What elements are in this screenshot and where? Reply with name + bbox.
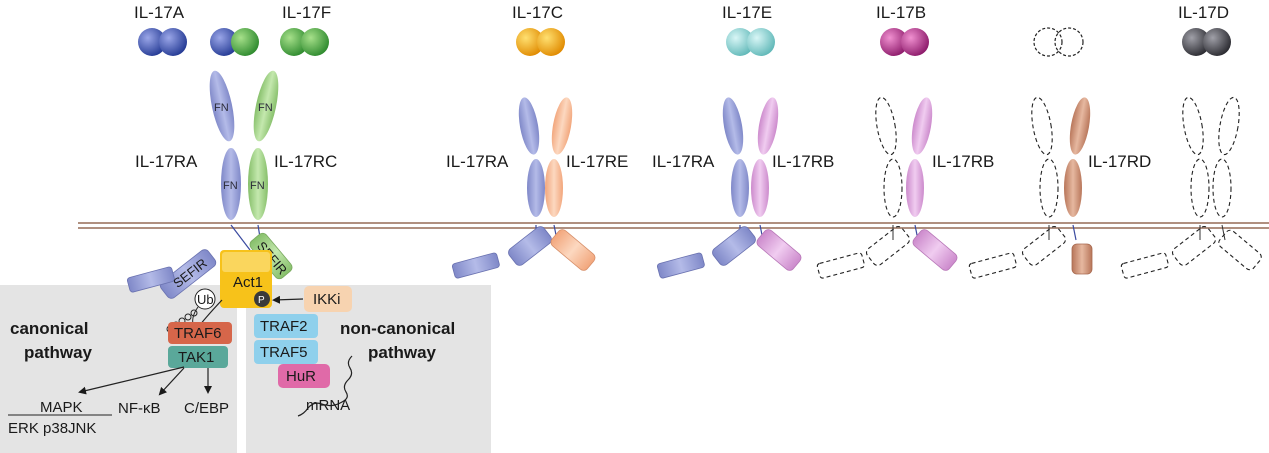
- mrna-strand: [297, 355, 353, 417]
- canonical-title-line2: pathway: [24, 343, 93, 362]
- ligand-unknown-dashed: [1033, 27, 1084, 57]
- ligand-il17c-homodimer: [516, 28, 565, 56]
- receptor-label-il17ra: IL-17RA: [652, 152, 715, 171]
- receptor-label-il17rb: IL-17RB: [932, 152, 994, 171]
- ligand-il17af-heterodimer: [210, 28, 259, 56]
- traf2-box: TRAF2: [254, 314, 318, 338]
- ligand-label-il17a: IL-17A: [134, 3, 185, 22]
- rc-fn-domain-upper: [253, 70, 279, 142]
- receptor-label-il17re: IL-17RE: [566, 152, 628, 171]
- fn-label: FN: [258, 102, 273, 114]
- tak1-to-nfkb-arrow: [158, 367, 185, 396]
- fn-label: FN: [250, 180, 265, 192]
- traf5-box: TRAF5: [254, 340, 318, 364]
- receptor-label-il17rb: IL-17RB: [772, 152, 834, 171]
- receptor-label-il17rd: IL-17RD: [1088, 152, 1151, 171]
- receptor-il17ra-il17rb: [656, 97, 802, 279]
- traf6-box: TRAF6: [168, 322, 232, 344]
- receptor-label-il17ra: IL-17RA: [135, 152, 198, 171]
- tak1-box: TAK1: [168, 346, 228, 368]
- tak1-to-mapk-arrow: [78, 366, 185, 395]
- receptor-label-il17rc: IL-17RC: [274, 152, 337, 171]
- receptor-unknown-il17rb: [816, 96, 958, 279]
- erk-p38-jnk-label: ERK p38JNK: [8, 420, 96, 437]
- ligand-label-il17c: IL-17C: [512, 3, 563, 22]
- ub-label: Ub: [197, 292, 214, 307]
- ligand-il17e-homodimer: [726, 28, 775, 56]
- ligand-il17a-homodimer: [138, 28, 187, 56]
- nfkb-label: NF-κB: [118, 400, 161, 417]
- ra-sefir-domain: [159, 249, 217, 299]
- ligand-il17b-homodimer: [880, 28, 929, 56]
- receptor-unknown-dashed: [1120, 96, 1262, 279]
- ra-tail: [126, 266, 175, 293]
- ligand-il17d-homodimer: [1182, 28, 1231, 56]
- tak1-label: TAK1: [178, 349, 214, 366]
- phospho-marker: P: [254, 291, 270, 307]
- act1-label: Act1: [233, 274, 263, 291]
- traf2-label: TRAF2: [260, 318, 308, 335]
- traf6-label: TRAF6: [174, 325, 222, 342]
- canonical-title-line1: canonical: [10, 319, 88, 338]
- receptor-il17ra-il17rc: FN FN FN FN SEFIR SEFIR: [126, 70, 293, 299]
- ligand-label-il17d: IL-17D: [1178, 3, 1229, 22]
- fn-label: FN: [214, 102, 229, 114]
- ligand-label-il17b: IL-17B: [876, 3, 926, 22]
- ra-fn-domain-upper: [209, 70, 235, 142]
- ikki-to-act1-arrow: [272, 295, 304, 304]
- cebp-label: C/EBP: [184, 400, 229, 417]
- p-label: P: [258, 295, 265, 306]
- noncanonical-title-line2: pathway: [368, 343, 437, 362]
- ligand-label-il17f: IL-17F: [282, 3, 331, 22]
- ligand-il17f-homodimer: [280, 28, 329, 56]
- mapk-label: MAPK: [40, 399, 83, 416]
- receptor-label-il17ra: IL-17RA: [446, 152, 509, 171]
- hur-box: HuR: [278, 364, 330, 388]
- ikki-kinase: IKKi: [304, 286, 352, 312]
- ikki-label: IKKi: [313, 291, 341, 308]
- receptor-il17ra-il17re: [451, 97, 596, 279]
- rc-fn-domain-lower: [248, 148, 268, 220]
- hur-label: HuR: [286, 368, 316, 385]
- cell-membrane: [78, 222, 1269, 229]
- ligand-label-il17e: IL-17E: [722, 3, 772, 22]
- ra-fn-domain-lower: [221, 148, 241, 220]
- fn-label: FN: [223, 180, 238, 192]
- receptor-unknown-il17rd: [968, 96, 1093, 279]
- traf5-label: TRAF5: [260, 344, 308, 361]
- mrna-label: mRNA: [306, 397, 350, 414]
- noncanonical-title-line1: non-canonical: [340, 319, 455, 338]
